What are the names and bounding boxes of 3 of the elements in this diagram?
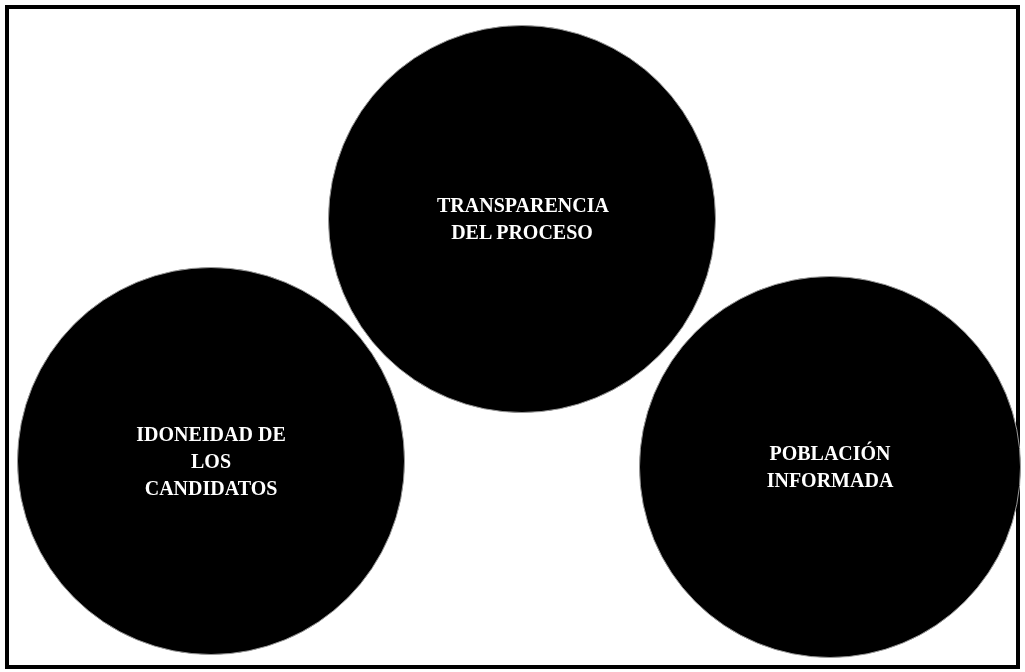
- node-label: POBLACIÓN INFORMADA: [765, 440, 895, 493]
- node-label: TRANSPARENCIA DEL PROCESO: [437, 193, 607, 245]
- node-label: IDONEIDAD DE LOS CANDIDATOS: [135, 421, 287, 501]
